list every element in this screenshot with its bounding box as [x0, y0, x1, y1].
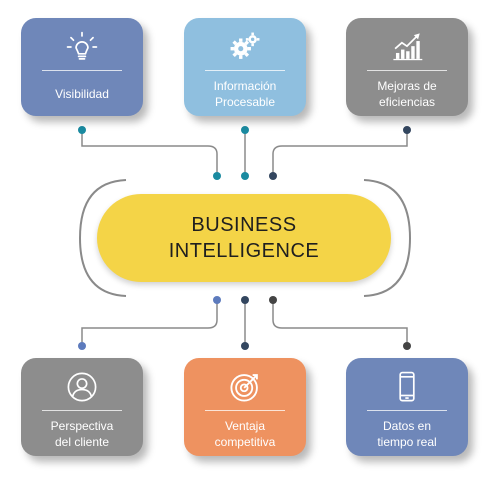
center-title-line-2: INTELLIGENCE: [168, 240, 320, 262]
lightbulb-icon: [66, 31, 98, 60]
business-intelligence-pill: BUSINESS INTELLIGENCE: [97, 194, 391, 282]
dot: [213, 296, 221, 304]
dot: [269, 172, 277, 180]
dot: [213, 172, 221, 180]
divider: [42, 70, 122, 71]
divider: [205, 70, 285, 71]
center-title-line-1: BUSINESS: [191, 214, 297, 236]
card-label: Visibilidad: [55, 87, 109, 101]
dot: [78, 126, 86, 134]
smartphone-icon: [399, 371, 415, 402]
user-icon: [67, 372, 97, 402]
right-bracket: [363, 179, 412, 297]
connector-visibilidad: [81, 130, 218, 176]
divider: [367, 70, 447, 71]
dot: [241, 172, 249, 180]
connector-perspectiva: [81, 300, 218, 346]
dot: [241, 342, 249, 350]
connector-datos: [272, 300, 408, 346]
dot: [241, 126, 249, 134]
dot: [403, 126, 411, 134]
dot: [78, 342, 86, 350]
target-icon: [230, 374, 258, 402]
dot: [269, 296, 277, 304]
left-bracket: [78, 179, 127, 297]
divider: [367, 410, 447, 411]
card-visibilidad: Visibilidad: [21, 18, 143, 116]
dot: [403, 342, 411, 350]
connector-mejoras: [272, 130, 408, 176]
divider: [205, 410, 285, 411]
gears-icon: [230, 32, 260, 59]
dot: [241, 296, 249, 304]
growth-chart-icon: [393, 33, 423, 61]
divider: [42, 410, 122, 411]
